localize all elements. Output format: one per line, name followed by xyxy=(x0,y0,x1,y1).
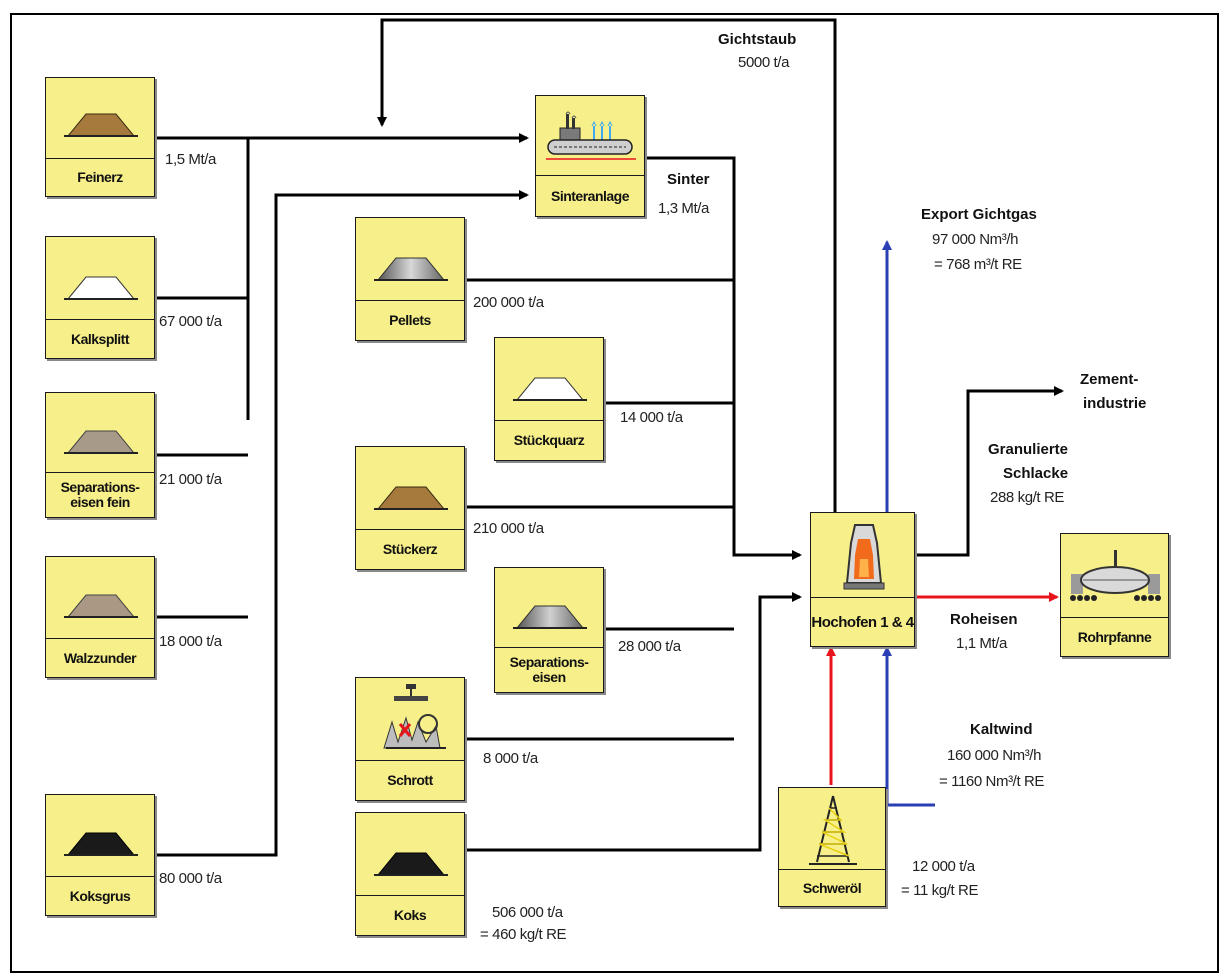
kaltwind-value-2: = 1160 Nm³/t RE xyxy=(939,772,1044,791)
node-separationseisen: Separations-eisen xyxy=(494,567,604,693)
koksgrus-line xyxy=(157,195,527,855)
node-separationseisen-fein: Separations-eisen fein xyxy=(45,392,155,518)
node-pellets: Pellets xyxy=(355,217,465,341)
node-walzzunder: Walzzunder xyxy=(45,556,155,678)
schlacke-line-2: Schlacke xyxy=(1003,464,1068,483)
lime-pile-icon xyxy=(46,237,156,321)
label-schweroel: Schweröl xyxy=(779,869,885,906)
label-koks: Koks xyxy=(356,895,464,935)
zement-line-2: industrie xyxy=(1083,394,1146,413)
coke-breeze-pile-icon xyxy=(46,795,156,879)
node-stueckquarz: Stückquarz xyxy=(494,337,604,461)
label-pellets: Pellets xyxy=(356,300,464,340)
schrott-value: 8 000 t/a xyxy=(483,749,538,768)
label-sinteranlage: Sinteranlage xyxy=(536,175,644,216)
separation-iron-pile-icon xyxy=(495,568,605,650)
node-koksgrus: Koksgrus xyxy=(45,794,155,916)
koks-value-1: 506 000 t/a xyxy=(492,903,563,922)
sinter-plant-icon xyxy=(536,96,646,178)
kaltwind-line xyxy=(887,648,935,805)
walzzunder-value: 18 000 t/a xyxy=(159,632,222,651)
koksgrus-value: 80 000 t/a xyxy=(159,869,222,888)
label-kalksplitt: Kalksplitt xyxy=(46,319,154,358)
separationseisen-value: 28 000 t/a xyxy=(618,637,681,656)
label-hochofen: Hochofen 1 & 4 xyxy=(811,597,914,646)
stueckerz-value: 210 000 t/a xyxy=(473,519,544,538)
separationseisen-fein-value: 21 000 t/a xyxy=(159,470,222,489)
label-separationseisen: Separations-eisen xyxy=(495,647,603,692)
label-separationseisen-fein: Separations-eisen fein xyxy=(46,472,154,517)
scale-pile-icon xyxy=(46,557,156,641)
node-hochofen: Hochofen 1 & 4 xyxy=(810,512,915,647)
lump-ore-pile-icon xyxy=(356,447,466,531)
iron-fine-pile-icon xyxy=(46,393,156,475)
node-kalksplitt: Kalksplitt xyxy=(45,236,155,359)
node-rohrpfanne: Rohrpfanne xyxy=(1060,533,1169,657)
pellets-pile-icon xyxy=(356,218,466,302)
label-stueckerz: Stückerz xyxy=(356,529,464,569)
label-koksgrus: Koksgrus xyxy=(46,876,154,915)
scrap-icon xyxy=(356,678,466,762)
label-feinerz: Feinerz xyxy=(46,158,154,196)
schweroel-value-2: = 11 kg/t RE xyxy=(901,881,978,900)
gichtstaub-title: Gichtstaub xyxy=(718,30,796,49)
export-gichtgas-value-1: 97 000 Nm³/h xyxy=(932,230,1018,249)
ore-pile-icon xyxy=(46,78,156,160)
blast-furnace-icon xyxy=(811,513,916,599)
roheisen-title: Roheisen xyxy=(950,610,1018,629)
node-schrott: Schrott xyxy=(355,677,465,801)
label-schrott: Schrott xyxy=(356,760,464,800)
schlacke-line-1: Granulierte xyxy=(988,440,1068,459)
koks-value-2: = 460 kg/t RE xyxy=(480,925,566,944)
gichtstaub-value: 5000 t/a xyxy=(738,53,789,72)
node-stueckerz: Stückerz xyxy=(355,446,465,570)
sinter-title: Sinter xyxy=(667,170,710,189)
label-walzzunder: Walzzunder xyxy=(46,638,154,677)
label-rohrpfanne: Rohrpfanne xyxy=(1061,617,1168,656)
pellets-value: 200 000 t/a xyxy=(473,293,544,312)
node-sinteranlage: Sinteranlage xyxy=(535,95,645,217)
stueckquarz-value: 14 000 t/a xyxy=(620,408,683,427)
schlacke-value: 288 kg/t RE xyxy=(990,488,1064,507)
kaltwind-title: Kaltwind xyxy=(970,720,1033,739)
node-koks: Koks xyxy=(355,812,465,936)
zement-line-1: Zement- xyxy=(1080,370,1138,389)
kalksplitt-value: 67 000 t/a xyxy=(159,312,222,331)
node-schweroel: Schweröl xyxy=(778,787,886,907)
label-stueckquarz: Stückquarz xyxy=(495,420,603,460)
torpedo-ladle-icon xyxy=(1061,534,1170,620)
coke-pile-icon xyxy=(356,813,466,897)
schweroel-value-1: 12 000 t/a xyxy=(912,857,975,876)
oil-derrick-icon xyxy=(779,788,887,872)
kaltwind-value-1: 160 000 Nm³/h xyxy=(947,746,1041,765)
export-gichtgas-value-2: = 768 m³/t RE xyxy=(934,255,1022,274)
export-gichtgas-title: Export Gichtgas xyxy=(921,205,1037,224)
roheisen-value: 1,1 Mt/a xyxy=(956,634,1007,653)
feinerz-value: 1,5 Mt/a xyxy=(165,150,216,169)
sinter-value: 1,3 Mt/a xyxy=(658,199,709,218)
quartz-pile-icon xyxy=(495,338,605,422)
node-feinerz: Feinerz xyxy=(45,77,155,197)
